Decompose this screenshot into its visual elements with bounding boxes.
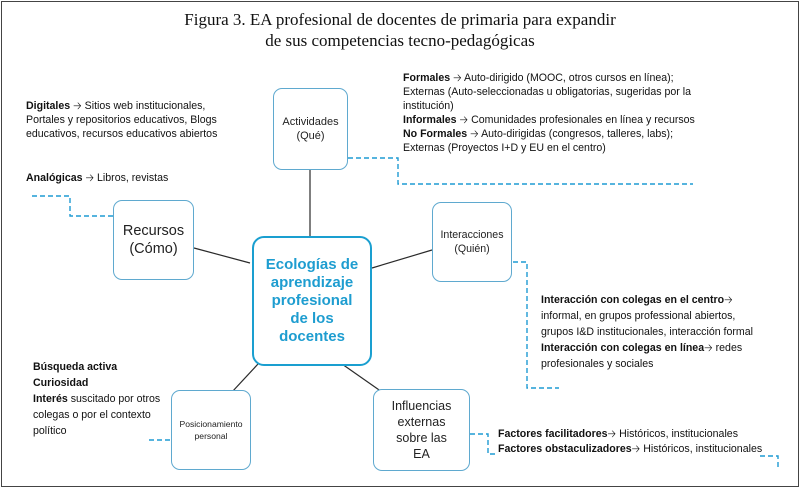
spoke-posicionamiento (231, 363, 259, 393)
centro-text: informal, en grupos professional abierto… (541, 310, 753, 338)
analogicas-entry: Analógicas 🡢 Libros, revistas (26, 171, 238, 185)
callout-interacciones (497, 261, 559, 389)
node-recursos: Recursos (Cómo) (113, 200, 194, 280)
formales-text: Auto-dirigido (MOOC, otros cursos en lín… (403, 72, 691, 112)
callout-influencias (470, 433, 498, 455)
arrow-icon: 🡢 (73, 100, 82, 112)
formales-entry: Formales 🡢 Auto-dirigido (MOOC, otros cu… (403, 71, 703, 113)
curiosidad-text: Curiosidad (33, 377, 89, 389)
informales-label: Informales (403, 114, 457, 126)
informales-text: Comunidades profesionales en línea y rec… (471, 114, 695, 126)
arrow-icon: 🡢 (85, 172, 95, 184)
obstaculizadores-text: Históricos, institucionales (643, 443, 763, 455)
influencias-label-2: externas (397, 415, 446, 429)
obstaculizadores-entry: Factores obstaculizadores🡢 Históricos, i… (498, 442, 798, 457)
influencias-label-1: Influencias (391, 399, 452, 413)
noformales-entry: No Formales 🡢 Auto-dirigidas (congresos,… (403, 127, 703, 155)
centro-entry: Interacción con colegas en el centro🡢 in… (541, 292, 756, 340)
node-interacciones: Interacciones (Quién) (432, 202, 512, 282)
node-posicionamiento: Posicionamiento personal (171, 390, 251, 470)
posicionamiento-label: Posicionamiento (179, 419, 243, 429)
arrow-icon: 🡢 (607, 428, 617, 440)
analogicas-label: Analógicas (26, 172, 83, 184)
arrow-icon: 🡢 (459, 114, 469, 126)
callout-recursos (32, 195, 113, 217)
node-influencias: Influencias externas sobre las EA (373, 389, 470, 471)
interacciones-text-block: Interacción con colegas en el centro🡢 in… (541, 292, 756, 372)
informales-entry: Informales 🡢 Comunidades profesionales e… (403, 113, 703, 127)
recursos-text-block: Digitales 🡢 Sitios web institucionales, … (26, 99, 238, 141)
influencias-text-block: Factores facilitadores🡢 Históricos, inst… (498, 427, 798, 457)
recursos-label: Recursos (122, 223, 185, 239)
influencias-label-3: sobre las (396, 431, 447, 445)
interes-text: suscitado por otros colegas o por el con… (33, 393, 161, 437)
digitales-label: Digitales (26, 100, 71, 112)
recursos-sublabel: (Cómo) (129, 241, 178, 257)
center-node: Ecologías de aprendizaje profesional de … (252, 236, 372, 366)
digitales-entry: Digitales 🡢 Sitios web institucionales, … (26, 99, 238, 141)
posicionamiento-text-block: Búsqueda activa Curiosidad Interés susci… (33, 359, 163, 439)
noformales-label: No Formales (403, 128, 468, 140)
arrow-icon: 🡢 (724, 294, 733, 306)
facilitadores-label: Factores facilitadores (498, 428, 608, 440)
spoke-interacciones (371, 249, 433, 269)
obstaculizadores-label: Factores obstaculizadores (498, 443, 632, 455)
linea-label: Interacción con colegas en línea (541, 342, 705, 354)
arrow-icon: 🡢 (470, 128, 479, 140)
spoke-influencias (341, 363, 383, 393)
facilitadores-text: Históricos, institucionales (619, 428, 738, 440)
digitales-text: Sitios web institucionales, Portales y r… (26, 100, 218, 140)
center-label-4: de los (290, 310, 334, 327)
actividades-sublabel: (Qué) (296, 130, 325, 142)
posicionamiento-sublabel: personal (194, 431, 228, 441)
center-label-5: docentes (279, 328, 345, 345)
centro-label: Interacción con colegas en el centro (541, 294, 725, 306)
busqueda-text: Búsqueda activa (33, 361, 118, 373)
facilitadores-entry: Factores facilitadores🡢 Históricos, inst… (498, 427, 798, 442)
arrow-icon: 🡢 (631, 443, 641, 455)
figure-title-line-2: de sus competencias tecno-pedagógicas (265, 31, 535, 50)
node-actividades: Actividades (Qué) (273, 88, 348, 170)
noformales-text: Auto-dirigidas (congresos, talleres, lab… (403, 128, 674, 154)
analogicas-text: Libros, revistas (97, 172, 169, 184)
arrow-icon: 🡢 (453, 72, 462, 84)
interes-entry: Interés suscitado por otros colegas o po… (33, 391, 163, 439)
actividades-label: Actividades (282, 116, 339, 128)
linea-text: redes profesionales y sociales (541, 342, 743, 370)
interacciones-label: Interacciones (440, 229, 504, 241)
interes-label: Interés (33, 393, 68, 405)
actividades-text-block: Formales 🡢 Auto-dirigido (MOOC, otros cu… (403, 71, 703, 155)
formales-label: Formales (403, 72, 451, 84)
figure-title-line-1: Figura 3. EA profesional de docentes de … (184, 10, 616, 29)
center-label-3: profesional (271, 292, 353, 309)
linea-entry: Interacción con colegas en línea🡢 redes … (541, 340, 756, 372)
arrow-icon: 🡢 (704, 342, 713, 354)
interacciones-sublabel: (Quién) (454, 243, 490, 255)
influencias-label-4: EA (413, 447, 430, 461)
spoke-recursos (193, 247, 251, 264)
center-label-2: aprendizaje (270, 274, 354, 291)
callout-influencias-right (760, 455, 779, 470)
center-label-1: Ecologías de (265, 256, 359, 273)
callout-actividades (348, 157, 693, 185)
